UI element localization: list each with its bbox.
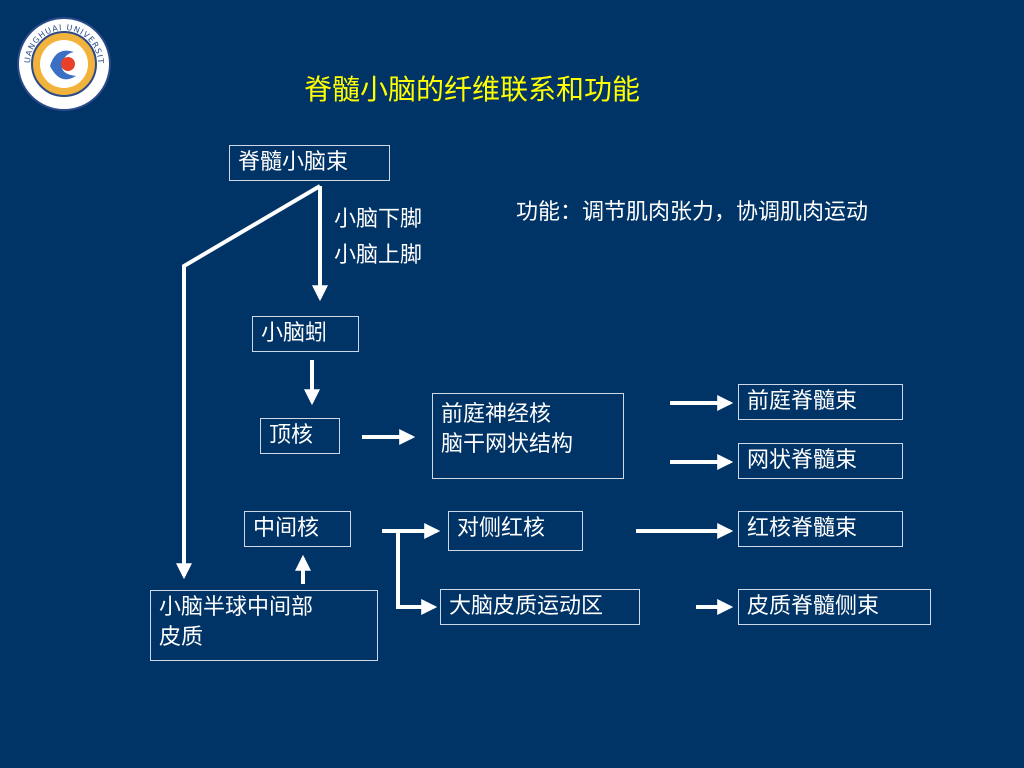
box-label-line1: 前庭神经核 xyxy=(441,402,552,427)
box-label: 脊髓小脑束 xyxy=(238,150,349,175)
box-corticospinal-lateral-tract: 皮质脊髓侧束 xyxy=(738,589,931,625)
box-label: 大脑皮质运动区 xyxy=(449,594,604,619)
box-fastigial-nucleus: 顶核 xyxy=(260,418,340,454)
box-contralateral-red-nucleus: 对侧红核 xyxy=(448,511,583,551)
box-label: 顶核 xyxy=(269,423,314,448)
box-hemisphere-cortex: 小脑半球中间部 皮质 xyxy=(150,590,378,661)
box-label: 前庭脊髓束 xyxy=(747,389,858,414)
function-text: 功能：调节肌肉张力，协调肌肉运动 xyxy=(516,200,869,225)
box-interposed-nucleus: 中间核 xyxy=(244,511,351,547)
box-label: 网状脊髓束 xyxy=(747,448,858,473)
label-inferior-peduncle: 小脑下脚 xyxy=(334,207,423,232)
arrow-tract-to-hemisphere xyxy=(176,184,322,580)
box-label-line1: 小脑半球中间部 xyxy=(159,595,314,620)
box-spinocerebellar-tract: 脊髓小脑束 xyxy=(229,145,390,181)
box-label: 红核脊髓束 xyxy=(747,516,858,541)
box-vestibulospinal-tract: 前庭脊髓束 xyxy=(738,384,903,420)
box-vestibular-reticular: 前庭神经核 脑干网状结构 xyxy=(432,393,624,479)
box-label: 对侧红核 xyxy=(457,516,546,541)
label-superior-peduncle: 小脑上脚 xyxy=(334,243,423,268)
box-label-line2: 脑干网状结构 xyxy=(441,432,574,457)
box-label-line2: 皮质 xyxy=(159,625,204,650)
page-title: 脊髓小脑的纤维联系和功能 xyxy=(304,73,641,106)
box-rubrospinal-tract: 红核脊髓束 xyxy=(738,511,903,547)
box-reticulospinal-tract: 网状脊髓束 xyxy=(738,443,903,479)
box-vermis: 小脑蚓 xyxy=(252,316,359,352)
box-label: 中间核 xyxy=(253,516,320,541)
box-motor-cortex: 大脑皮质运动区 xyxy=(440,589,640,625)
arrow-to-motor-cortex xyxy=(396,531,438,615)
box-label: 小脑蚓 xyxy=(261,321,328,346)
university-logo: HUANGHUAI UNIVERSITY xyxy=(12,9,112,116)
box-label: 皮质脊髓侧束 xyxy=(747,594,880,619)
